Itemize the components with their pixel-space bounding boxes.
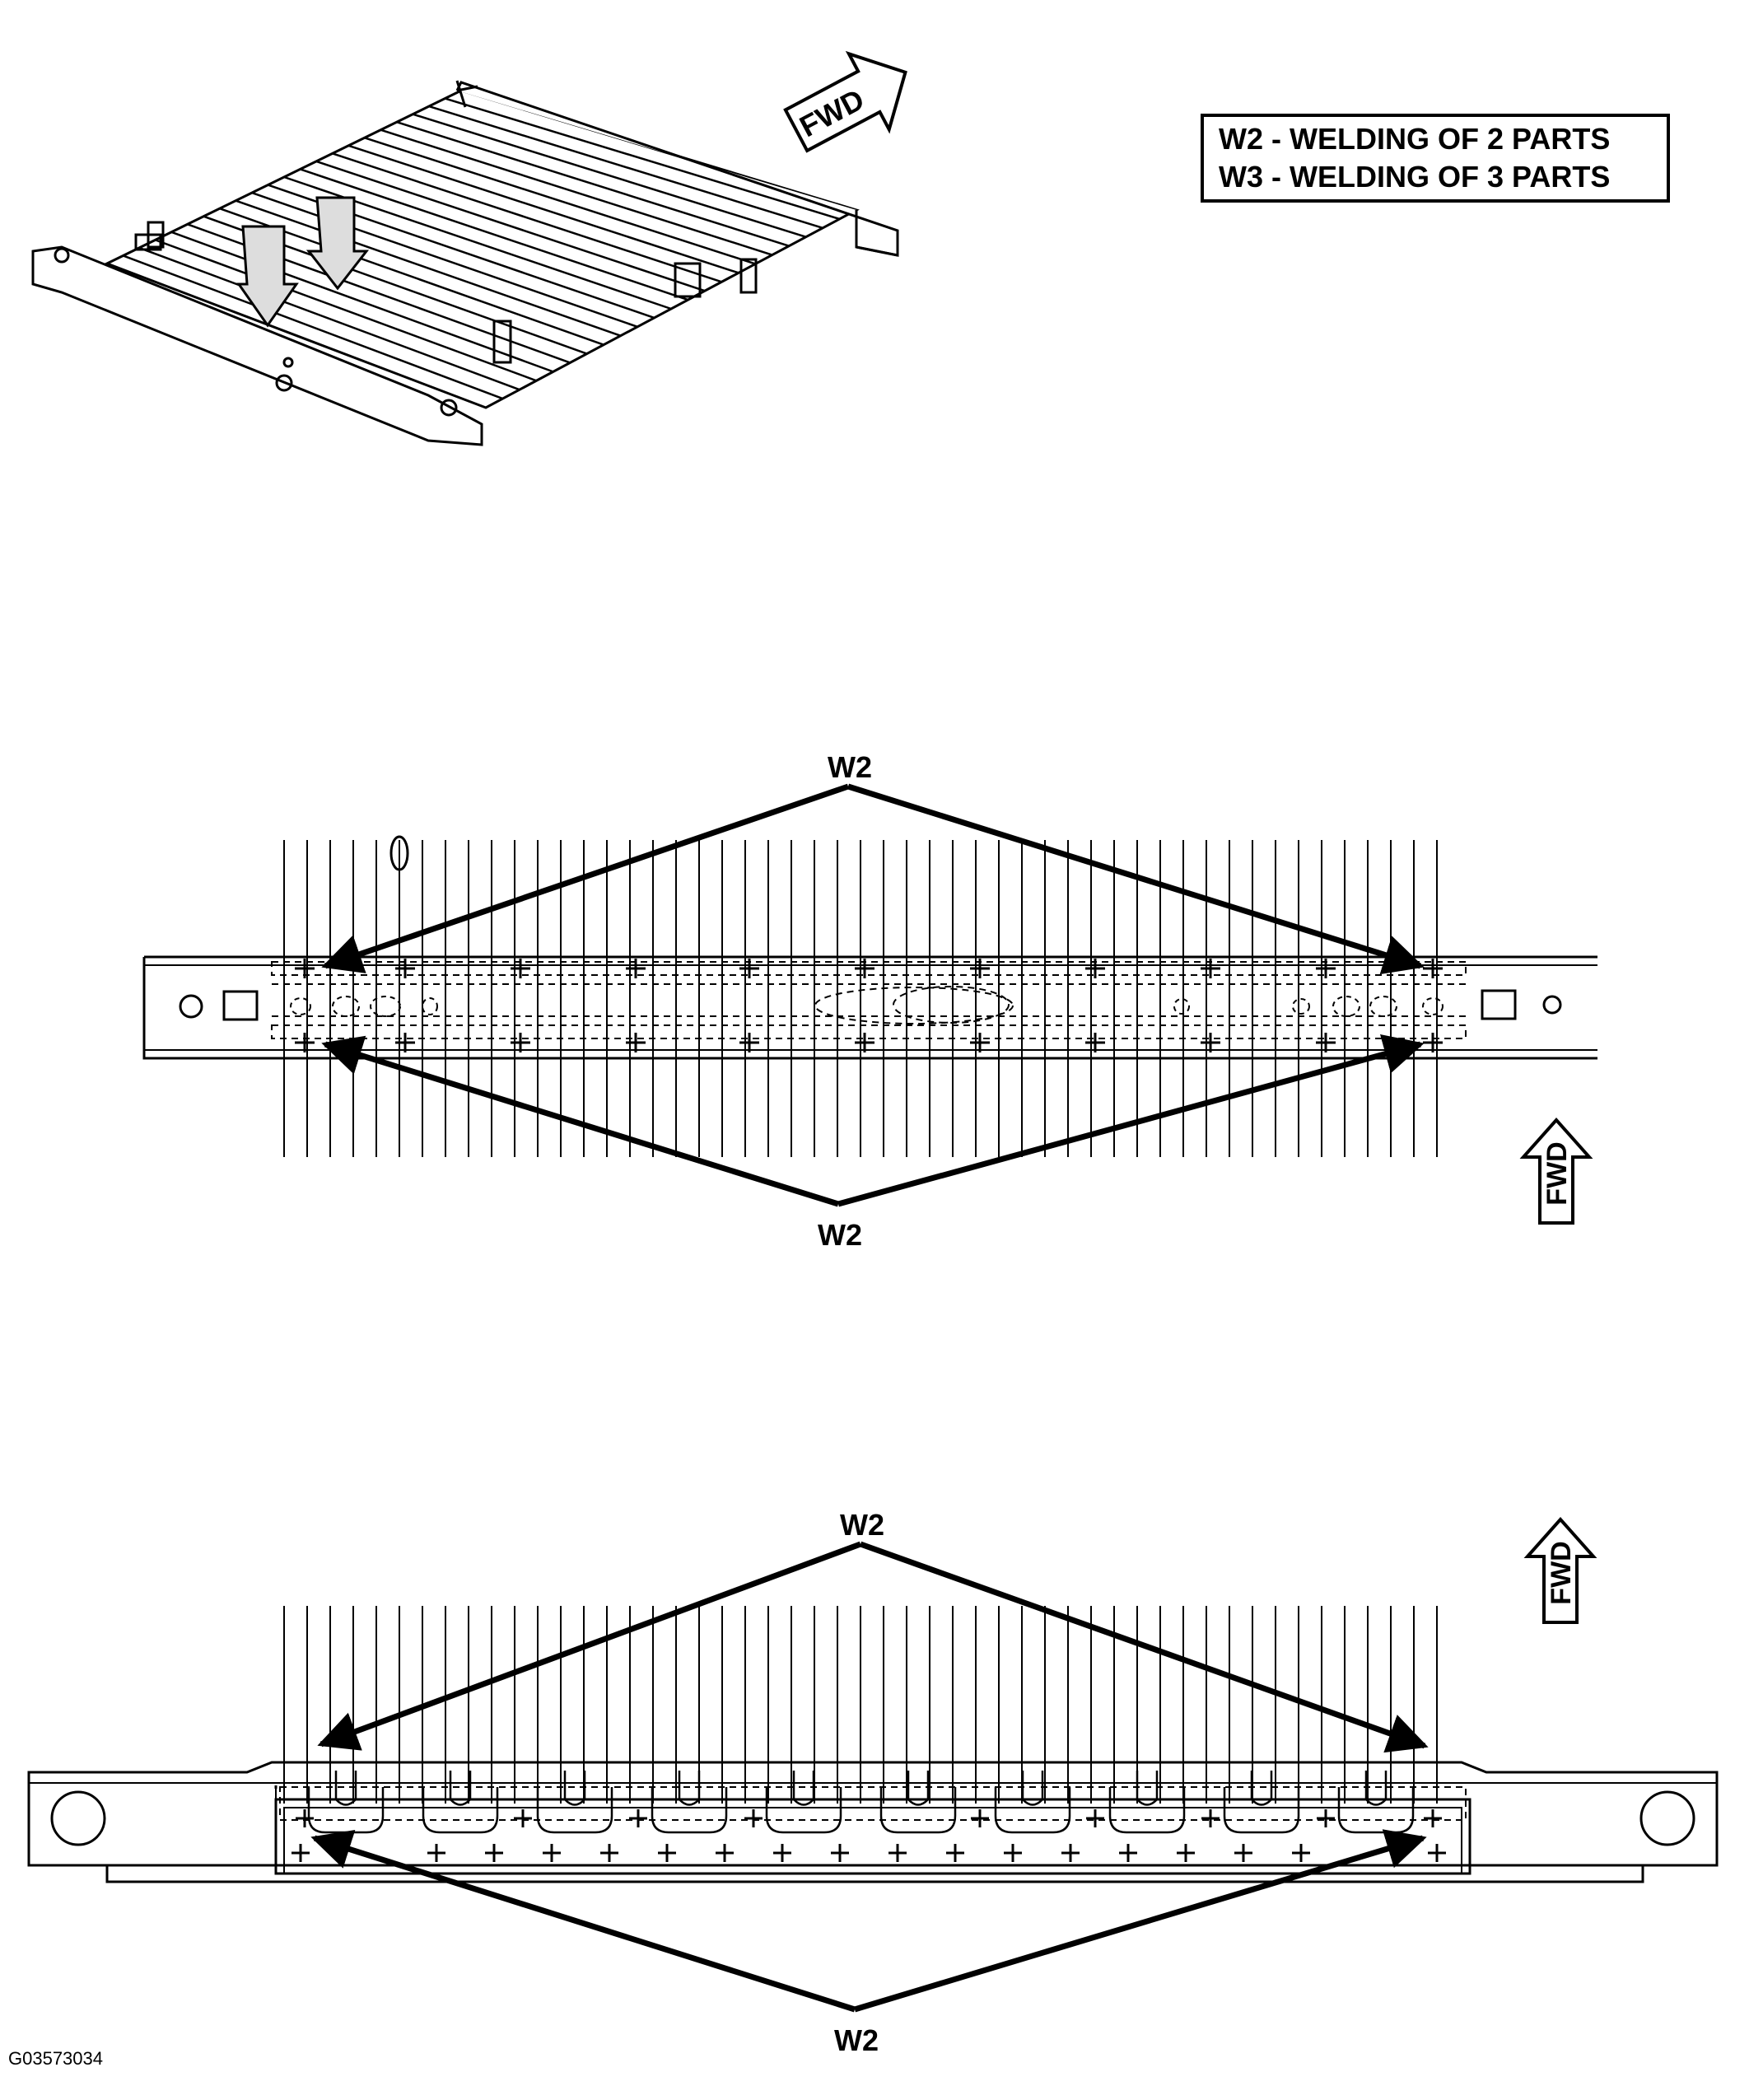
- iso-fwd-arrow: FWD: [783, 50, 907, 153]
- top-fwd-arrow: FWD: [1519, 1117, 1593, 1225]
- fwd-arrow-icon: [783, 50, 907, 153]
- front-callout-upper: W2: [840, 1508, 884, 1542]
- front-fwd-label: FWD: [1546, 1541, 1577, 1604]
- top-callout-upper: W2: [828, 750, 872, 784]
- top-arrow-lr: [837, 1034, 1425, 1207]
- front-cross-member: [27, 1761, 1719, 1883]
- legend-w3: W3 - WELDING OF 3 PARTS: [1219, 160, 1611, 194]
- top-fwd-label: FWD: [1541, 1141, 1573, 1205]
- fwd-arrow-icon: [1523, 1516, 1597, 1624]
- figure-id: G03573034: [8, 2048, 103, 2069]
- front-callout-lower: W2: [834, 2023, 879, 2057]
- top-arrow-ur: [847, 783, 1425, 975]
- top-arrow-ll: [321, 1035, 840, 1207]
- top-view-rib-lines: [283, 840, 1438, 1157]
- front-arrow-ll: [310, 1829, 856, 2013]
- front-arrow-ur: [859, 1541, 1429, 1753]
- top-arrow-ul: [321, 783, 850, 973]
- fwd-arrow-icon: [1519, 1117, 1593, 1225]
- front-arrow-ul: [317, 1541, 862, 1751]
- front-elevation-view: W2 W2 FWD: [27, 1508, 1719, 2057]
- top-callout-lower: W2: [818, 1218, 862, 1252]
- isometric-floor-view: [31, 80, 899, 446]
- iso-arrow-2-icon: [305, 196, 370, 291]
- weld-legend: W2 - WELDING OF 2 PARTS W3 - WELDING OF …: [1201, 114, 1670, 203]
- front-arrow-lr: [853, 1829, 1427, 2013]
- iso-arrow-1-icon: [236, 225, 299, 328]
- front-fwd-arrow: FWD: [1523, 1516, 1597, 1624]
- top-plan-view: W2 W2 FWD: [142, 750, 1597, 1252]
- cross-member-channel: [142, 835, 1597, 1060]
- legend-w2: W2 - WELDING OF 2 PARTS: [1219, 122, 1611, 156]
